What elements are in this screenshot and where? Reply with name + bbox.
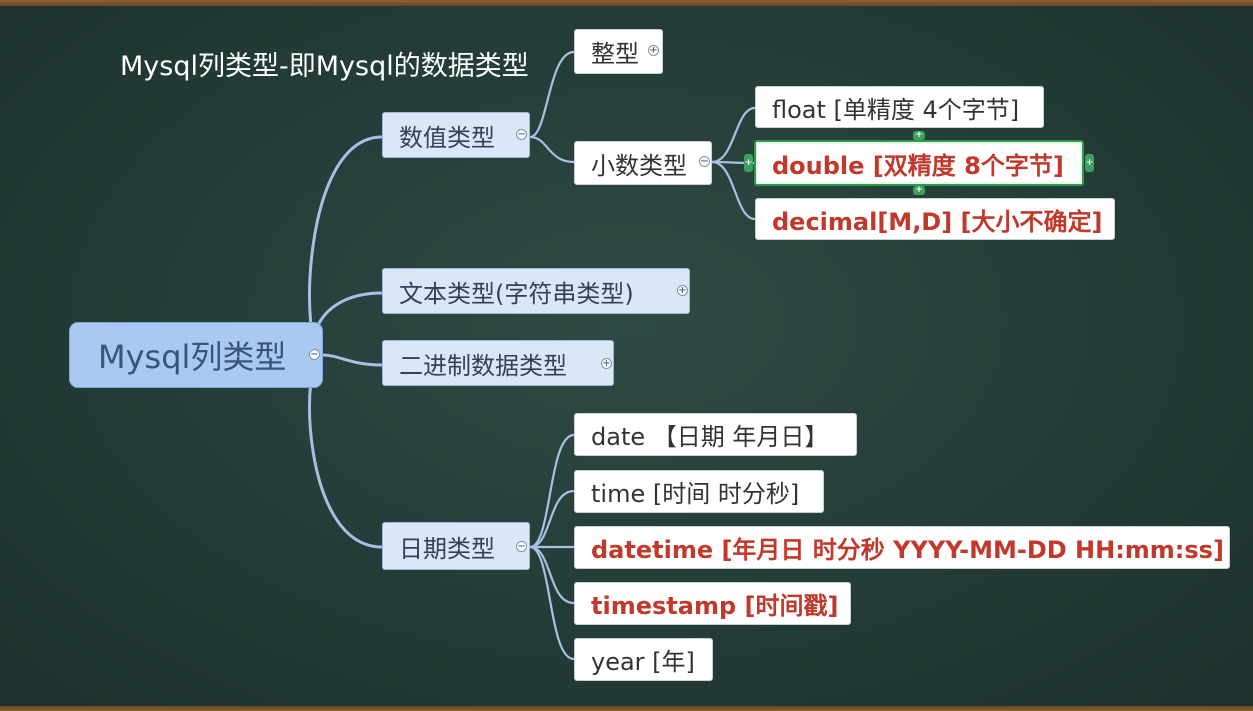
connector-root-text	[312, 291, 384, 357]
collapse-icon[interactable]: −	[309, 348, 320, 360]
connector-root-binary	[320, 353, 384, 367]
selection-handle-right[interactable]: +	[1085, 154, 1094, 172]
node-datetime-label: datetime [年月日 时分秒 YYYY-MM-DD HH:mm:ss]	[591, 536, 1224, 564]
node-date-label: date 【日期 年月日】	[591, 423, 829, 451]
root-node[interactable]: Mysql列类型	[69, 322, 323, 388]
connector-datetime-timestamp	[528, 545, 576, 605]
board-frame-bottom	[0, 706, 1253, 711]
node-year-label: year [年]	[591, 648, 695, 676]
selection-handle-top[interactable]: +	[913, 131, 925, 140]
board-frame-top	[0, 0, 1253, 6]
root-node-label: Mysql列类型	[98, 338, 287, 376]
node-date[interactable]: date 【日期 年月日】	[574, 413, 857, 456]
expand-icon[interactable]: +	[677, 284, 688, 296]
node-year[interactable]: year [年]	[574, 638, 713, 681]
node-binary-label: 二进制数据类型	[399, 351, 567, 380]
connector-datetime-year	[528, 545, 576, 661]
collapse-icon[interactable]: −	[699, 155, 710, 167]
node-datetime-group-label: 日期类型	[399, 534, 495, 563]
node-timestamp[interactable]: timestamp [时间戳]	[574, 582, 851, 625]
node-decimal-group-label: 小数类型	[591, 151, 687, 180]
connector-decimal-float	[710, 106, 757, 164]
collapse-icon[interactable]: −	[516, 540, 527, 552]
node-numeric[interactable]: 数值类型	[382, 112, 530, 158]
node-text[interactable]: 文本类型(字符串类型)	[382, 268, 690, 314]
expand-icon[interactable]: +	[601, 357, 612, 369]
node-decimal-group[interactable]: 小数类型	[574, 141, 712, 185]
node-time[interactable]: time [时间 时分秒]	[574, 470, 824, 513]
node-text-label: 文本类型(字符串类型)	[399, 279, 634, 308]
node-numeric-label: 数值类型	[399, 123, 495, 152]
connector-datetime-date	[528, 433, 576, 549]
connector-decimal-decimal	[710, 160, 757, 221]
selection-handle-left[interactable]: +	[744, 154, 753, 172]
connector-datetime-time	[528, 489, 576, 549]
node-datetime-group[interactable]: 日期类型	[382, 522, 530, 570]
node-decimal[interactable]: decimal[M,D] [大小不确定]	[755, 198, 1115, 240]
page-title: Mysql列类型-即Mysql的数据类型	[120, 51, 529, 82]
node-timestamp-label: timestamp [时间戳]	[591, 592, 839, 620]
node-float-label: float [单精度 4个字节]	[772, 95, 1020, 124]
node-float[interactable]: float [单精度 4个字节]	[755, 86, 1044, 128]
node-double[interactable]: double [双精度 8个字节]	[754, 140, 1084, 186]
connector-numeric-decimal-group	[528, 135, 576, 164]
collapse-icon[interactable]: −	[516, 128, 527, 140]
node-binary[interactable]: 二进制数据类型	[382, 340, 614, 386]
node-time-label: time [时间 时分秒]	[591, 480, 800, 508]
node-integer-label: 整型	[591, 40, 639, 68]
node-decimal-label: decimal[M,D] [大小不确定]	[772, 207, 1103, 236]
selection-handle-bottom[interactable]: +	[913, 186, 925, 195]
node-double-label: double [双精度 8个字节]	[772, 151, 1064, 180]
expand-icon[interactable]: +	[648, 44, 659, 56]
connector-numeric-integer	[528, 50, 576, 139]
node-datetime[interactable]: datetime [年月日 时分秒 YYYY-MM-DD HH:mm:ss]	[574, 526, 1230, 569]
